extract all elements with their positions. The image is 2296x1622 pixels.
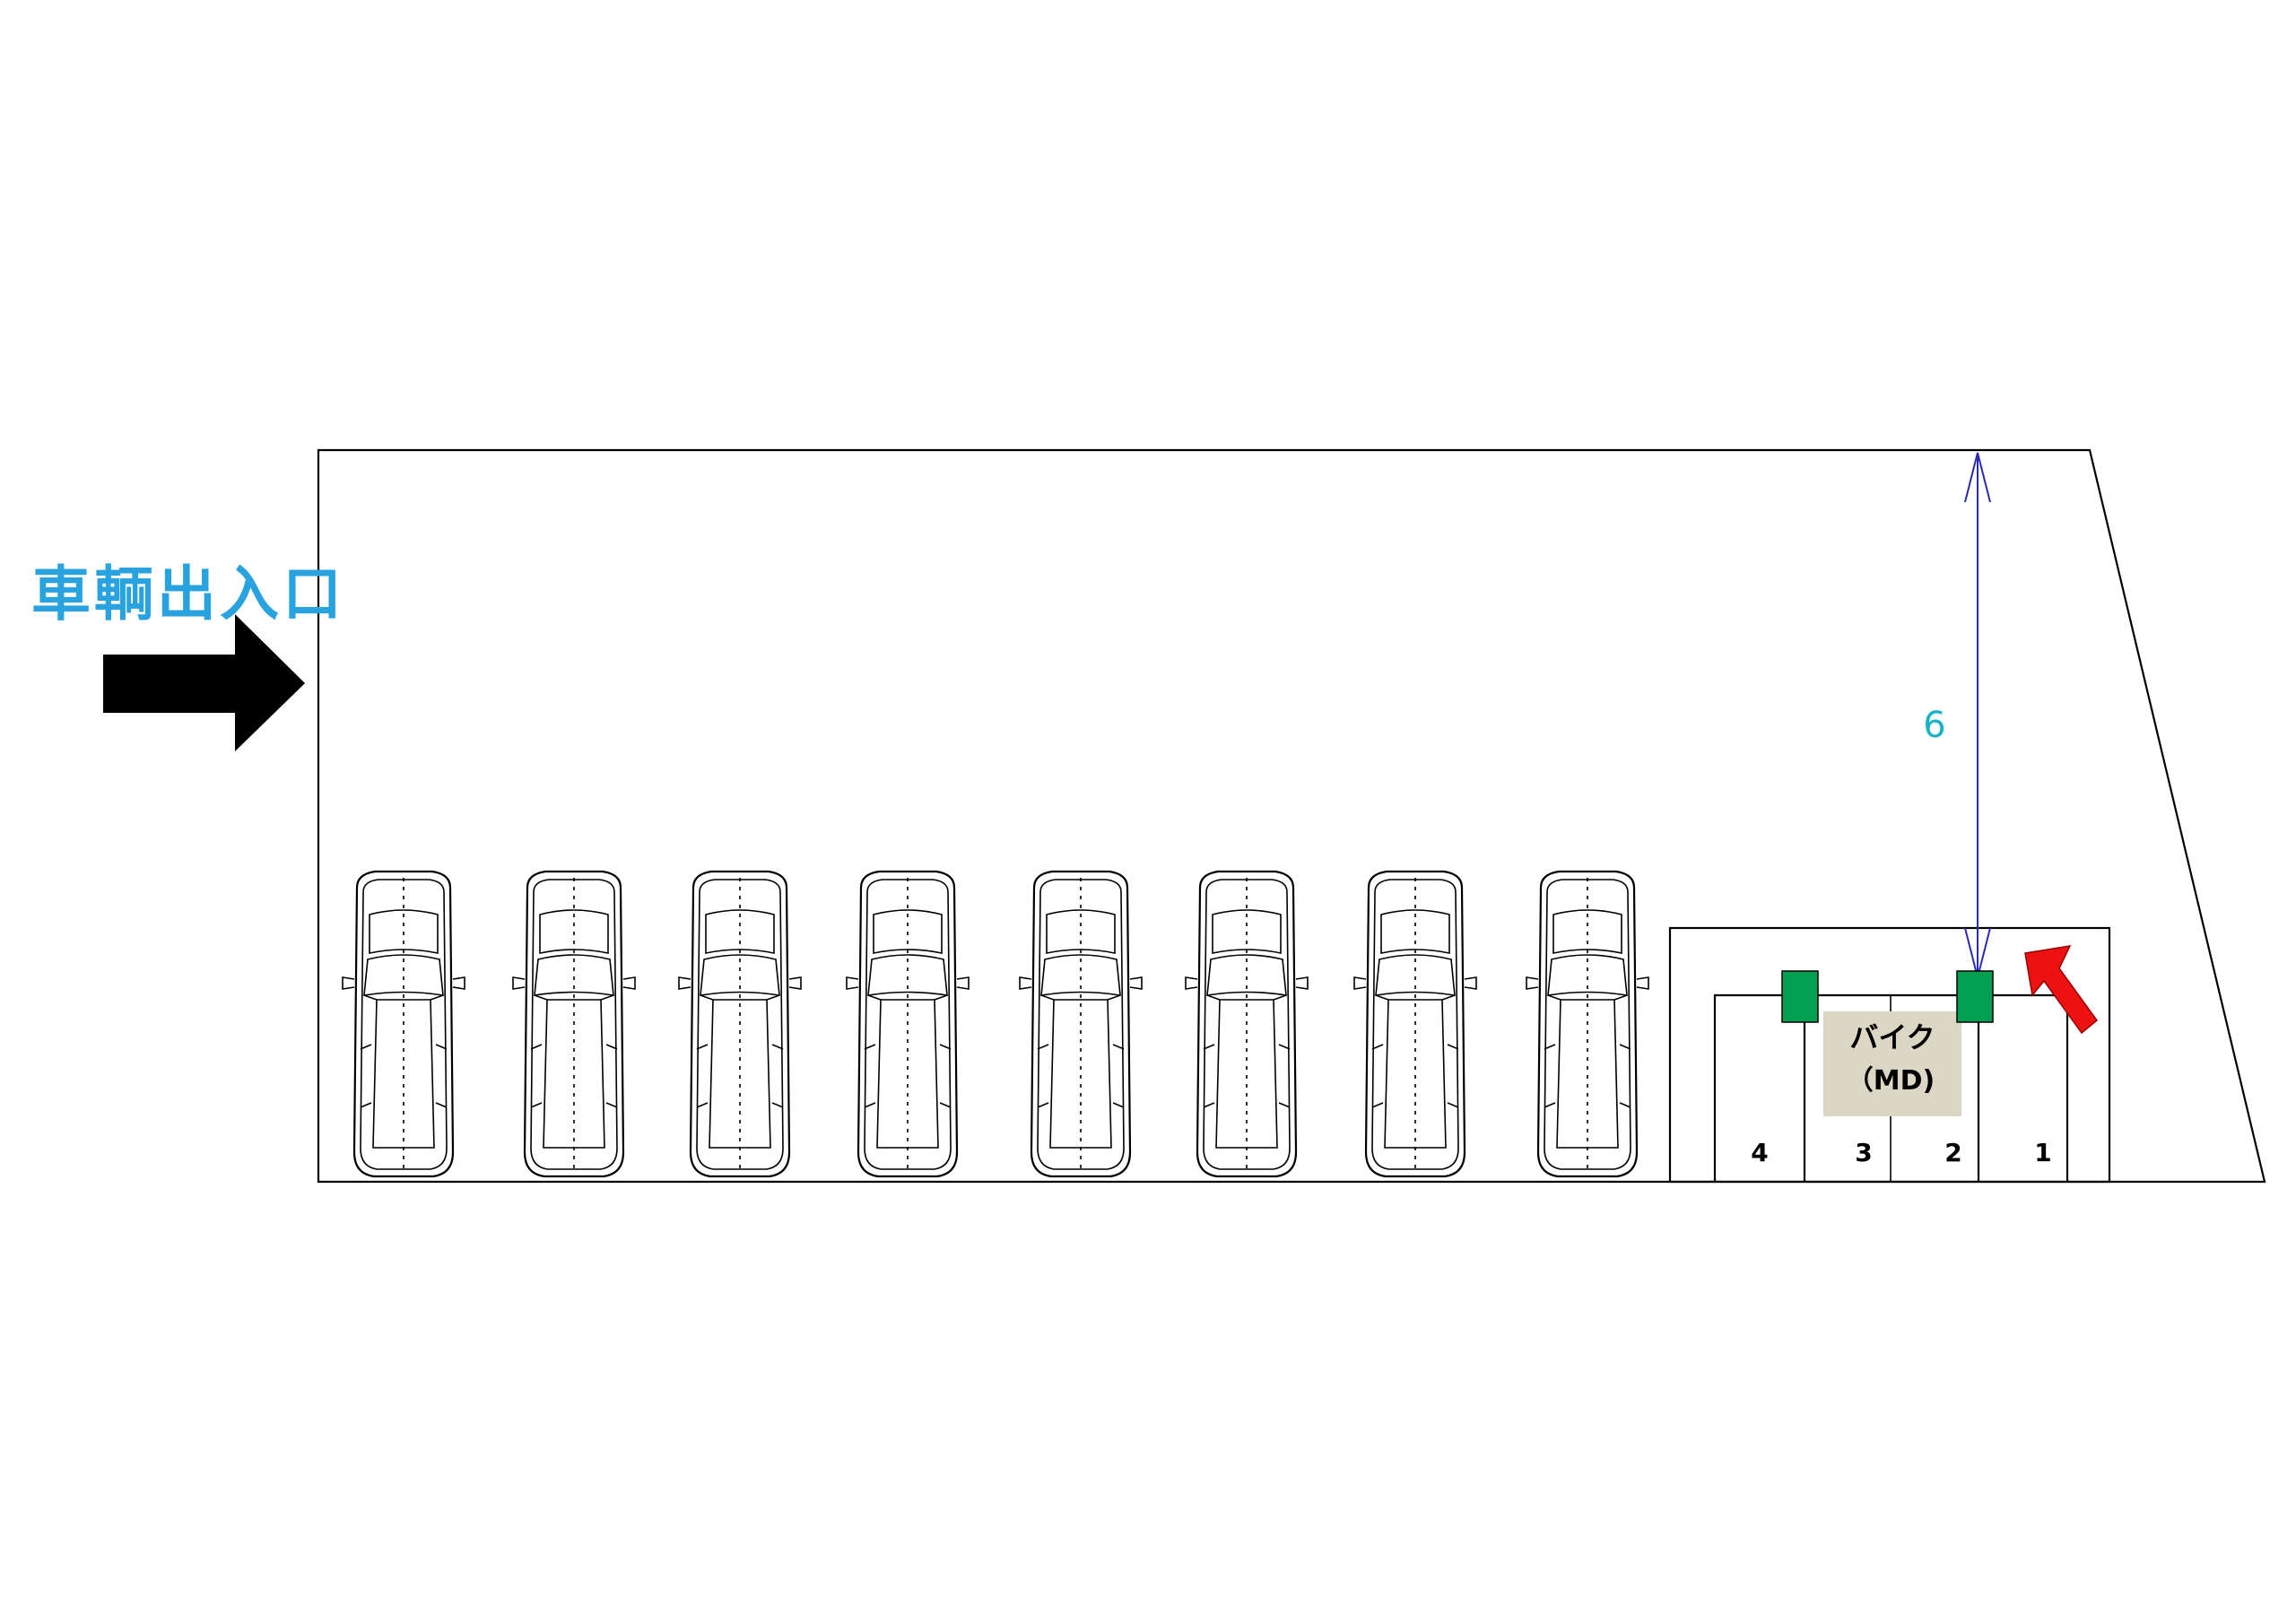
bike-label: バイク: [1849, 1020, 1935, 1054]
slot-number-3: 3: [1855, 1138, 1872, 1167]
green-marker-left: [1781, 970, 1819, 1023]
car-5: [1018, 870, 1144, 1178]
slot-number-2: 2: [1944, 1138, 1961, 1167]
bike-label-box: [1823, 1011, 1961, 1116]
slot-number-1: 1: [2034, 1138, 2051, 1167]
car-3: [677, 870, 803, 1178]
entrance-label: 車輌出入口: [31, 559, 345, 629]
bike-sublabel: （MD): [1847, 1065, 1935, 1097]
lot-boundary: [317, 448, 2266, 1184]
entrance-arrow: [103, 614, 305, 751]
car-6: [1184, 870, 1309, 1178]
bike-enclosure: [1668, 926, 2111, 1184]
dimension-arrow: [1964, 452, 1991, 978]
car-7: [1352, 870, 1478, 1178]
dimension-label: 6: [1923, 705, 1945, 746]
green-marker-right: [1956, 970, 1994, 1023]
car-1: [341, 870, 466, 1178]
red-arrow-icon: [2024, 945, 2099, 1035]
car-2: [511, 870, 637, 1178]
car-8: [1525, 870, 1650, 1178]
car-4: [845, 870, 970, 1178]
parked-cars: [341, 870, 1650, 1178]
slot-number-4: 4: [1751, 1138, 1768, 1167]
